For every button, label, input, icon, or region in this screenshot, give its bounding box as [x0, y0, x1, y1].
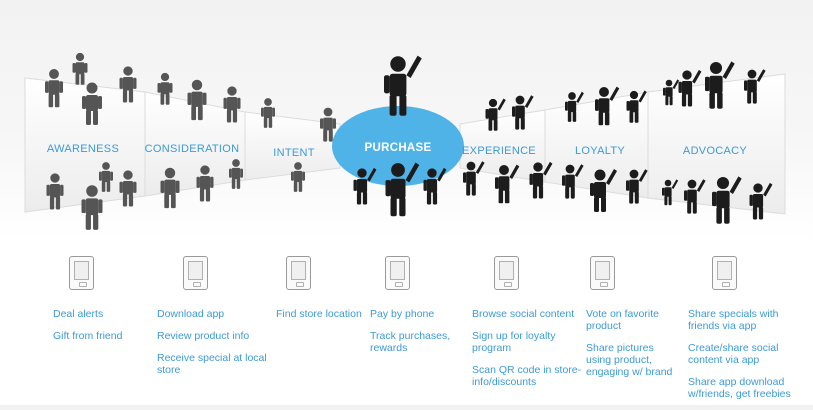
person-icon — [82, 82, 102, 125]
person-icon — [749, 182, 773, 220]
stage-label-experience: EXPERIENCE — [462, 145, 536, 157]
person-icon — [663, 79, 680, 106]
person-icon — [423, 167, 447, 205]
person-icon — [291, 162, 305, 192]
phone-icon — [183, 256, 208, 290]
action-item: Scan QR code in store-info/discounts — [472, 364, 582, 388]
person-icon — [512, 95, 534, 130]
person-icon — [81, 185, 103, 230]
action-item: Download app — [157, 308, 225, 320]
person-icon — [712, 176, 742, 224]
person-icon — [662, 179, 679, 206]
person-icon — [705, 61, 735, 109]
action-item: Vote on favorite product — [586, 308, 659, 332]
person-icon — [72, 52, 88, 85]
person-icon — [590, 169, 617, 212]
action-item: Browse social content — [472, 308, 575, 320]
person-icon — [160, 167, 180, 209]
person-icon — [485, 98, 506, 131]
purchase-circle — [332, 106, 464, 186]
action-item: Pay by phone — [370, 308, 435, 320]
person-icon — [529, 161, 553, 199]
person-icon — [157, 72, 173, 105]
panel-intent — [244, 111, 341, 181]
phone-icon — [69, 256, 94, 290]
person-icon — [320, 107, 336, 142]
action-item: Find store location — [276, 308, 362, 320]
stage-label-awareness: AWARENESS — [46, 143, 120, 155]
journey-funnel — [24, 52, 786, 230]
person-icon — [196, 165, 214, 202]
person-icon — [119, 170, 137, 207]
action-item: Gift from friend — [53, 330, 123, 342]
person-icon — [385, 162, 420, 217]
action-item: Receive special at local store — [157, 352, 267, 376]
person-icon — [562, 164, 584, 199]
stage-label-consideration: CONSIDERATION — [144, 143, 240, 155]
action-item: Share specials with friends via app — [688, 308, 779, 332]
phone-icon — [385, 256, 410, 290]
phone-icon — [712, 256, 737, 290]
person-icon — [223, 86, 241, 123]
action-item: Review product info — [157, 330, 250, 342]
person-icon — [684, 179, 706, 214]
person-icon — [626, 169, 648, 204]
person-icon — [678, 69, 702, 107]
person-icon — [744, 69, 766, 104]
action-item: Share pictures using product, engaging w… — [586, 342, 673, 378]
person-icon — [187, 79, 207, 121]
person-icon — [229, 159, 243, 189]
action-item: Track purchases, rewards — [370, 330, 451, 354]
person-icon — [384, 55, 422, 116]
phone-icon — [590, 256, 615, 290]
person-icon — [45, 69, 63, 108]
person-icon — [565, 91, 584, 122]
action-item: Share app download w/friends, get freebi… — [688, 376, 791, 400]
person-icon — [46, 173, 64, 210]
person-icon — [595, 86, 620, 126]
person-icon — [626, 90, 647, 123]
person-icon — [119, 66, 137, 103]
stage-label-advocacy: ADVOCACY — [682, 145, 748, 157]
stage-label-loyalty: LOYALTY — [575, 145, 625, 157]
action-item: Sign up for loyalty program — [472, 330, 556, 354]
panel-advocacy — [647, 73, 786, 215]
action-item: Deal alerts — [53, 308, 104, 320]
person-icon — [495, 164, 520, 204]
phone-icon — [494, 256, 519, 290]
person-icon — [99, 162, 113, 192]
person-icon — [261, 98, 275, 128]
action-column-intent: Find store location — [276, 308, 366, 330]
action-item: Create/share social content via app — [688, 342, 779, 366]
phone-icon — [286, 256, 311, 290]
person-icon — [353, 167, 377, 205]
person-icon — [463, 161, 485, 196]
stage-label-intent: INTENT — [273, 147, 315, 159]
stage-label-purchase: PURCHASE — [364, 142, 432, 154]
